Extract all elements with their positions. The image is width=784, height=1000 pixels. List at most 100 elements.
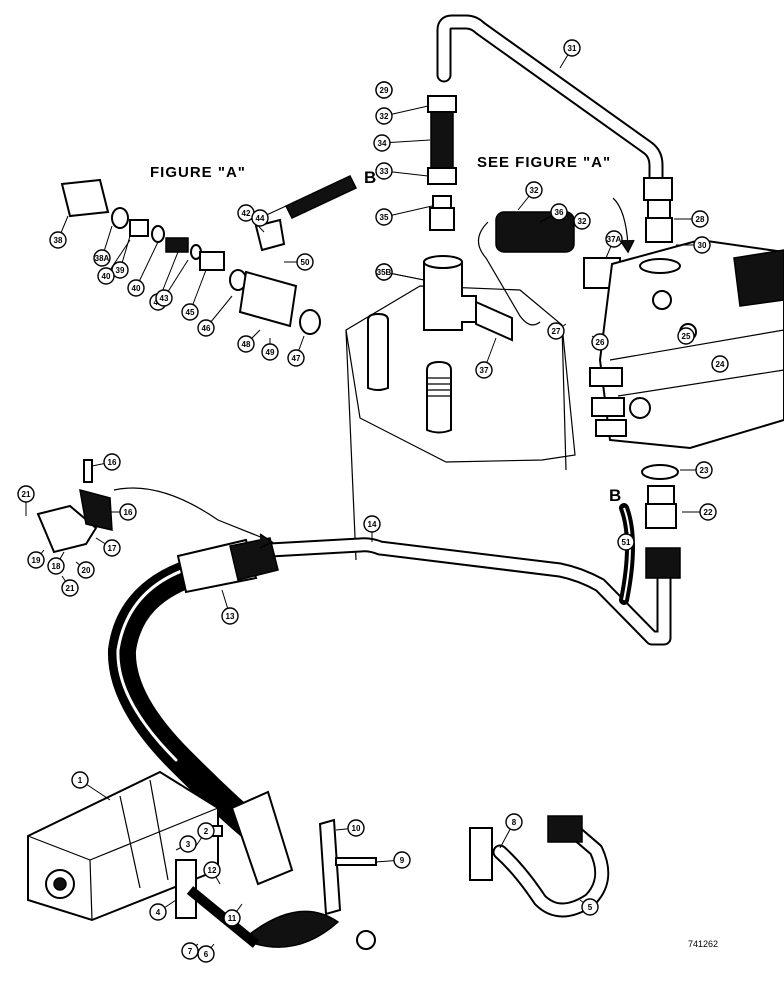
callout-18: 18 (47, 551, 65, 575)
callout-number: 11 (228, 914, 237, 923)
callout-number: 21 (66, 584, 75, 593)
callout-26: 26 (591, 333, 609, 351)
callout-5: 5 (579, 898, 599, 916)
callout-2: 2 (195, 822, 215, 847)
callout-number: 20 (82, 566, 91, 575)
callout-16: 16 (110, 503, 137, 521)
callout-circle (711, 355, 729, 373)
callout-number: 47 (292, 354, 301, 363)
callout-circle (581, 898, 599, 916)
callout-number: 40 (132, 284, 141, 293)
callout-27: 27 (547, 322, 567, 340)
callout-circle (261, 343, 279, 361)
callout-circle (605, 230, 623, 248)
callout-21: 21 (17, 485, 35, 516)
callout-number: 24 (716, 360, 725, 369)
return-tube (436, 14, 664, 186)
callout-46: 46 (197, 295, 233, 337)
callout-45: 45 (181, 269, 207, 321)
gauge-hose (619, 503, 635, 605)
callout-29: 29 (375, 81, 393, 99)
callout-number: 38A (95, 254, 110, 263)
callout-20: 20 (75, 561, 95, 579)
callout-43: 43 (155, 259, 189, 307)
callout-number: 36 (555, 208, 564, 217)
callout-number: 14 (368, 520, 377, 529)
letter-b-right: B (609, 486, 621, 505)
callout-13: 13 (221, 589, 239, 625)
callout-number: 46 (202, 324, 211, 333)
callout-circle (677, 327, 695, 345)
callout-35: 35 (375, 205, 433, 226)
callout-number: 50 (301, 258, 310, 267)
callout-22: 22 (682, 503, 717, 521)
callout-number: 33 (380, 167, 389, 176)
callout-number: 28 (696, 215, 705, 224)
callout-circle (375, 162, 393, 180)
callout-number: 37A (607, 235, 622, 244)
callout-circle (375, 263, 393, 281)
callout-number: 17 (108, 544, 117, 553)
callout-circle (17, 485, 35, 503)
callout-circle (181, 942, 199, 960)
callout-number: 16 (108, 458, 117, 467)
callout-number: 45 (186, 308, 195, 317)
callout-number: 26 (596, 338, 605, 347)
callout-circle (375, 107, 393, 125)
callout-number: 32 (530, 186, 539, 195)
callout-number: 10 (352, 824, 361, 833)
callout-9: 9 (375, 851, 411, 869)
callout-1: 1 (71, 771, 111, 801)
callout-24: 24 (711, 355, 729, 373)
callout-circle (393, 851, 411, 869)
callout-number: 29 (380, 86, 389, 95)
see-figure-a-label: SEE FIGURE "A" (477, 154, 611, 171)
hydraulic-pump (27, 770, 223, 922)
callout-circle (573, 212, 591, 230)
callout-25: 25 (677, 327, 695, 345)
callout-number: 27 (552, 327, 561, 336)
callout-32: 32 (517, 181, 543, 211)
letter-b-top: B (364, 168, 376, 187)
callout-circle (223, 909, 241, 927)
callout-circle (197, 822, 215, 840)
callout-circle (550, 203, 568, 221)
reservoir-tank (345, 285, 576, 561)
callout-47: 47 (287, 335, 305, 367)
callout-number: 42 (242, 209, 251, 218)
callout-number: 9 (400, 856, 405, 865)
callout-circle (47, 557, 65, 575)
callout-number: 34 (378, 139, 387, 148)
callout-number: 21 (22, 490, 31, 499)
callout-number: 5 (588, 903, 593, 912)
bracket-assembly (36, 459, 274, 554)
drawing-number: 741262 (688, 939, 718, 949)
callout-number: 19 (32, 556, 41, 565)
callout-4: 4 (149, 899, 177, 921)
callout-circle (617, 533, 635, 551)
callout-number: 22 (704, 508, 713, 517)
callout-number: 31 (568, 44, 577, 53)
callout-circle (237, 335, 255, 353)
callout-circle (693, 236, 711, 254)
callout-16: 16 (91, 453, 121, 471)
right-fittings (639, 177, 681, 529)
callout-21: 21 (61, 575, 79, 597)
callout-number: 6 (204, 950, 209, 959)
callout-number: 32 (578, 217, 587, 226)
callout-32: 32 (573, 212, 591, 230)
callout-12: 12 (203, 861, 221, 885)
callout-circle (127, 279, 145, 297)
callout-32: 32 (375, 105, 429, 125)
callout-circle (149, 903, 167, 921)
callout-number: 51 (622, 538, 631, 547)
callout-number: 13 (226, 612, 235, 621)
callout-49: 49 (261, 338, 279, 361)
callout-circle (347, 819, 365, 837)
callout-30: 30 (676, 236, 711, 254)
figure-a-title: FIGURE "A" (150, 164, 246, 181)
callout-circle (181, 303, 199, 321)
tee-fitting (423, 255, 513, 342)
